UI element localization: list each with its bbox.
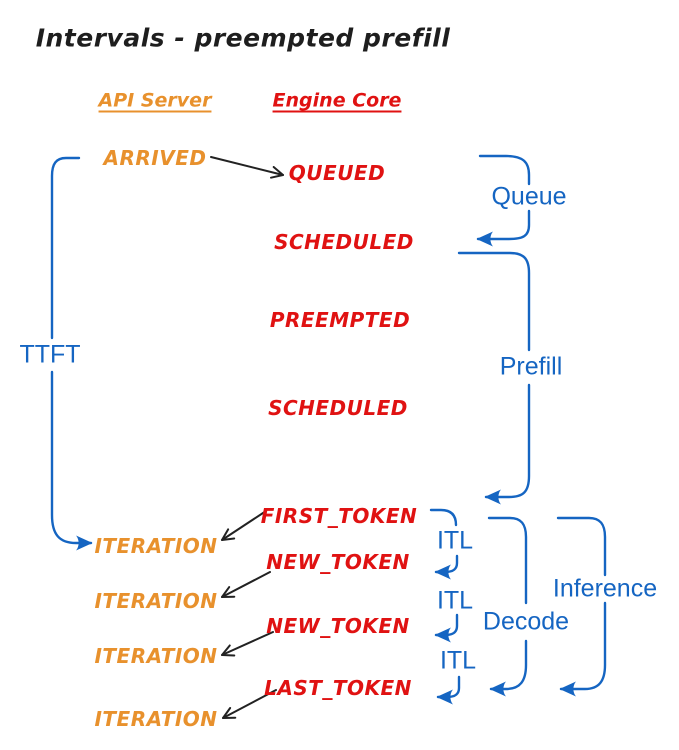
interval-label-itl-2: ITL: [436, 586, 474, 615]
event-last-token: LAST_TOKEN: [264, 676, 412, 700]
queue-bracket-top: [478, 154, 531, 186]
event-arrived: ARRIVED: [103, 146, 207, 170]
prefill-bracket-top: [457, 251, 531, 352]
interval-label-ttft: TTFT: [19, 340, 81, 369]
itl-2-hook-arrow: [434, 613, 459, 643]
event-new-token-2: NEW_TOKEN: [266, 614, 410, 638]
itl-1-top-curve: [429, 508, 458, 527]
event-queued: QUEUED: [288, 161, 386, 185]
interval-label-itl-3: ITL: [439, 646, 477, 675]
event-iteration-2: ITERATION: [94, 589, 218, 613]
interval-label-itl-1: ITL: [436, 526, 474, 555]
ttft-bracket-bottom-arrow: [50, 370, 93, 551]
column-header-engine-core: Engine Core: [272, 89, 402, 112]
prefill-bracket-bottom-arrow: [484, 383, 531, 505]
inference-bracket-top: [556, 516, 607, 577]
event-new-token-1: NEW_TOKEN: [266, 550, 410, 574]
itl-1-hook-arrow: [434, 554, 459, 580]
interval-label-decode: Decode: [482, 607, 570, 636]
event-first-token: FIRST_TOKEN: [260, 504, 418, 528]
interval-label-queue: Queue: [491, 182, 567, 211]
event-iteration-3: ITERATION: [94, 644, 218, 668]
event-scheduled-1: SCHEDULED: [274, 230, 414, 254]
arrow-arrived-to-queued: [210, 156, 284, 179]
column-header-api-server: API Server: [98, 89, 212, 112]
queue-bracket-bottom-arrow: [476, 209, 531, 247]
interval-label-prefill: Prefill: [499, 352, 563, 381]
event-scheduled-2: SCHEDULED: [268, 396, 408, 420]
itl-3-hook-arrow: [436, 675, 461, 705]
diagram-title: Intervals - preempted prefill: [35, 23, 451, 53]
decode-bracket-top: [487, 516, 528, 605]
arrow-new-token-1-to-iteration-2: [221, 571, 271, 598]
event-iteration-4: ITERATION: [94, 707, 218, 731]
event-iteration-1: ITERATION: [94, 534, 218, 558]
interval-label-inference: Inference: [552, 574, 658, 603]
arrow-first-token-to-iteration-1: [221, 510, 267, 541]
ttft-bracket-top: [50, 156, 81, 340]
event-preempted: PREEMPTED: [269, 308, 411, 332]
decode-bracket-bottom-arrow: [489, 639, 528, 697]
